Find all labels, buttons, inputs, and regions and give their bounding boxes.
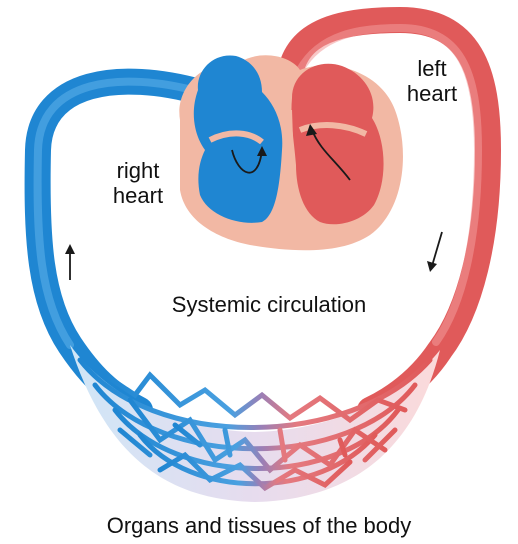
- left-heart-label-line2: heart: [392, 81, 472, 106]
- left-heart-label-line1: left: [392, 56, 472, 81]
- right-heart-label-line2: heart: [98, 183, 178, 208]
- systemic-circulation-label: Systemic circulation: [0, 292, 518, 317]
- systemic-vein: [38, 82, 200, 410]
- left-heart-label: left heart: [392, 56, 472, 106]
- heart: [179, 55, 403, 250]
- arrow-up-icon: [65, 244, 75, 280]
- capillary-bed: [70, 345, 440, 502]
- organs-tissues-label: Organs and tissues of the body: [0, 513, 518, 538]
- right-heart-label: right heart: [98, 158, 178, 208]
- arrow-down-icon: [427, 232, 442, 272]
- right-heart-label-line1: right: [98, 158, 178, 183]
